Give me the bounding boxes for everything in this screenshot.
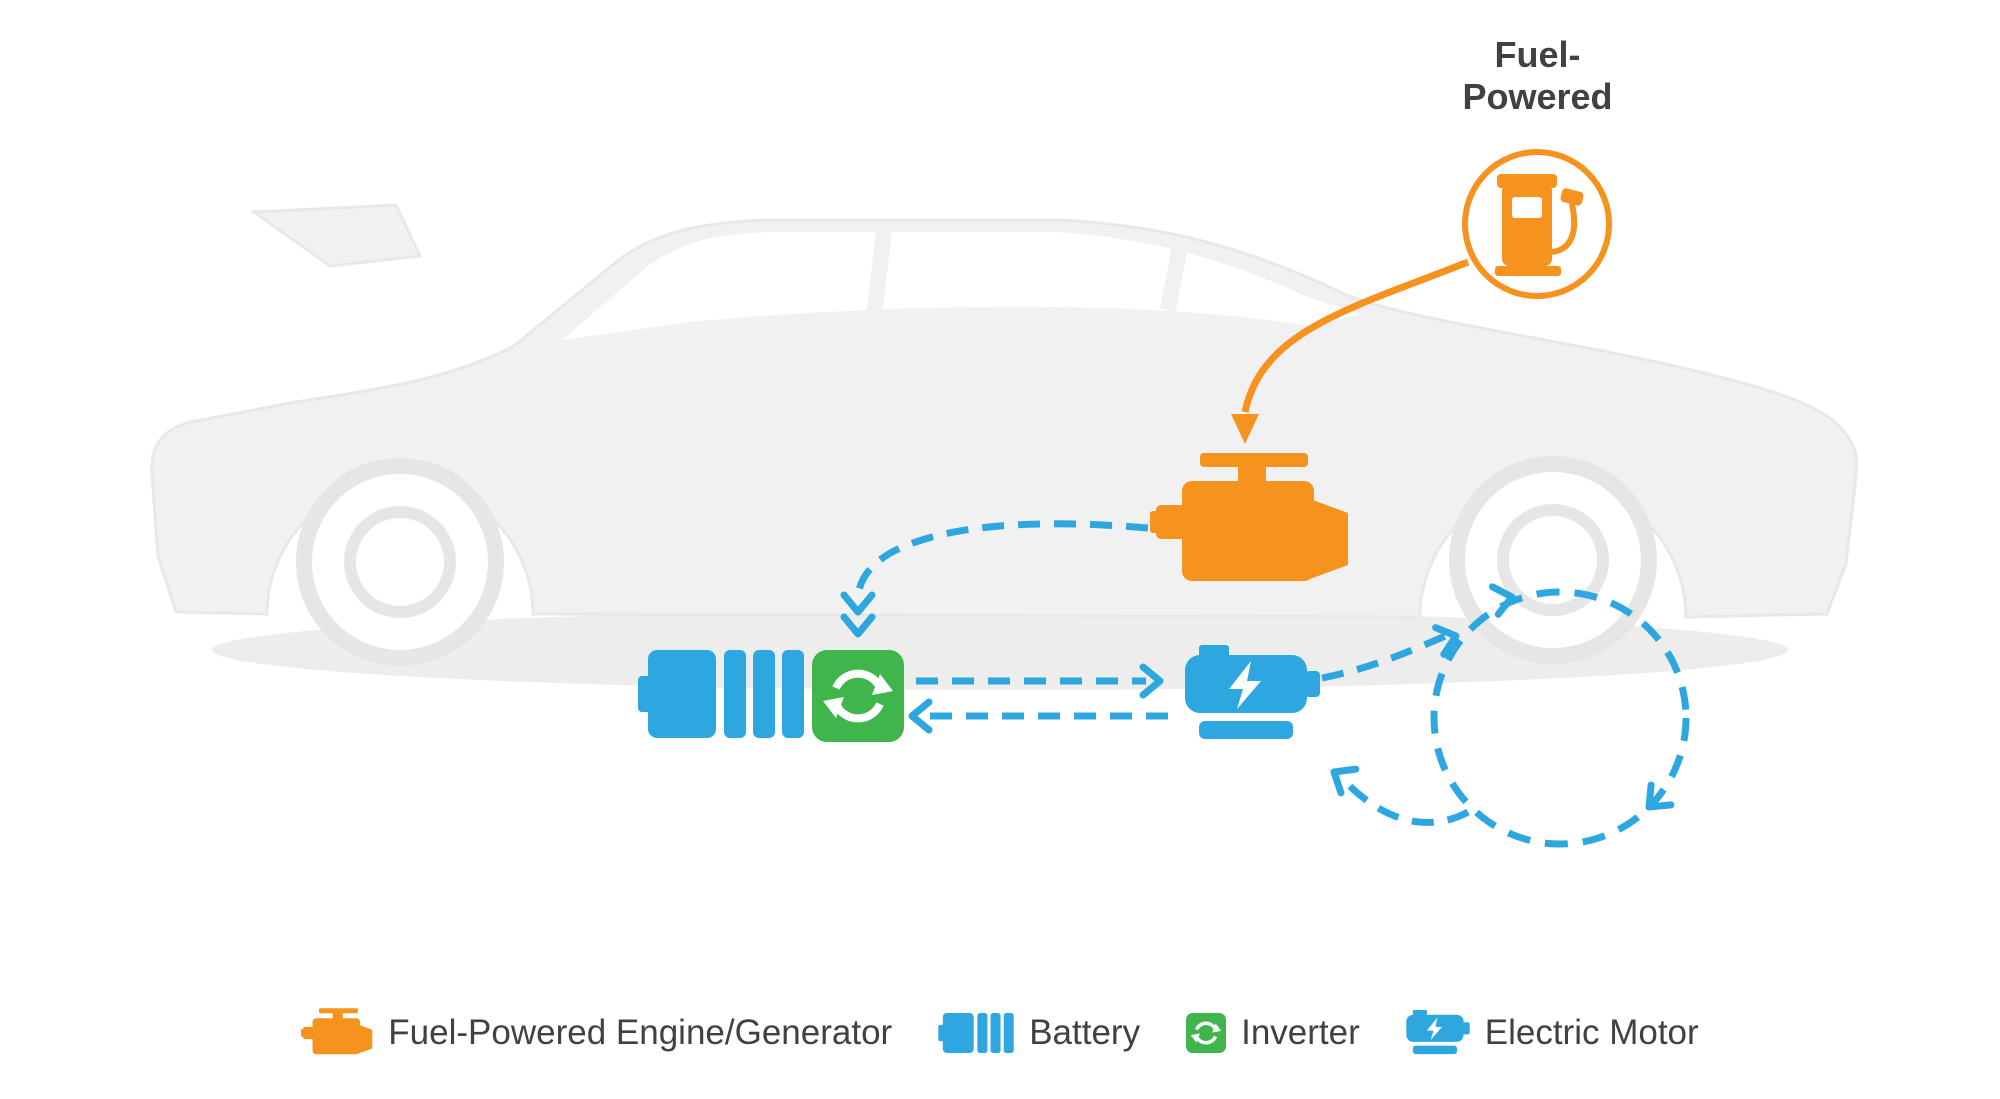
car-body (150, 218, 1859, 619)
legend-item-motor: Electric Motor (1406, 1009, 1699, 1056)
fuel-powered-label: Fuel- Powered (1390, 34, 1685, 119)
electric-flow-paths (854, 520, 1690, 848)
c-pillar (1160, 244, 1188, 312)
wheel-drive-loop (1430, 588, 1690, 848)
front-wheel (296, 458, 504, 666)
inverter-icon (1186, 1012, 1227, 1053)
fuel-powered-label-line1: Fuel- (1494, 34, 1581, 75)
side-mirror (249, 203, 423, 268)
engine-icon (301, 1008, 373, 1055)
rear-wheel (1449, 456, 1657, 664)
arrow-left-to-inverter (912, 702, 929, 730)
legend-label-motor: Electric Motor (1484, 1012, 1699, 1052)
motor-icon (1406, 1009, 1470, 1054)
flow-wheel-to-motor (1337, 773, 1470, 826)
legend-item-battery: Battery (938, 1012, 1141, 1053)
legend-item-engine: Fuel-Powered Engine/Generator (301, 1008, 892, 1057)
motor-icon (1185, 645, 1320, 739)
car-silhouette (150, 203, 1859, 666)
legend-label-inverter: Inverter (1241, 1012, 1360, 1052)
fuel-powered-label-line2: Powered (1462, 76, 1613, 118)
flow-motor-to-wheel (1321, 630, 1452, 682)
legend: Fuel-Powered Engine/Generator Battery In… (0, 1008, 2000, 1057)
legend-label-battery: Battery (1029, 1012, 1141, 1052)
legend-item-inverter: Inverter (1186, 1012, 1360, 1053)
b-pillar (866, 231, 892, 317)
ground-shadow (212, 610, 1788, 690)
battery-icon (938, 1012, 1014, 1053)
inverter-icon (812, 650, 904, 742)
legend-label-engine: Fuel-Powered Engine/Generator (388, 1012, 893, 1052)
fuel-pump-badge (1462, 149, 1612, 299)
car-windows (562, 232, 1360, 340)
flow-engine-to-inverter (854, 520, 1149, 597)
fuel-flow-arrow (1231, 258, 1470, 444)
